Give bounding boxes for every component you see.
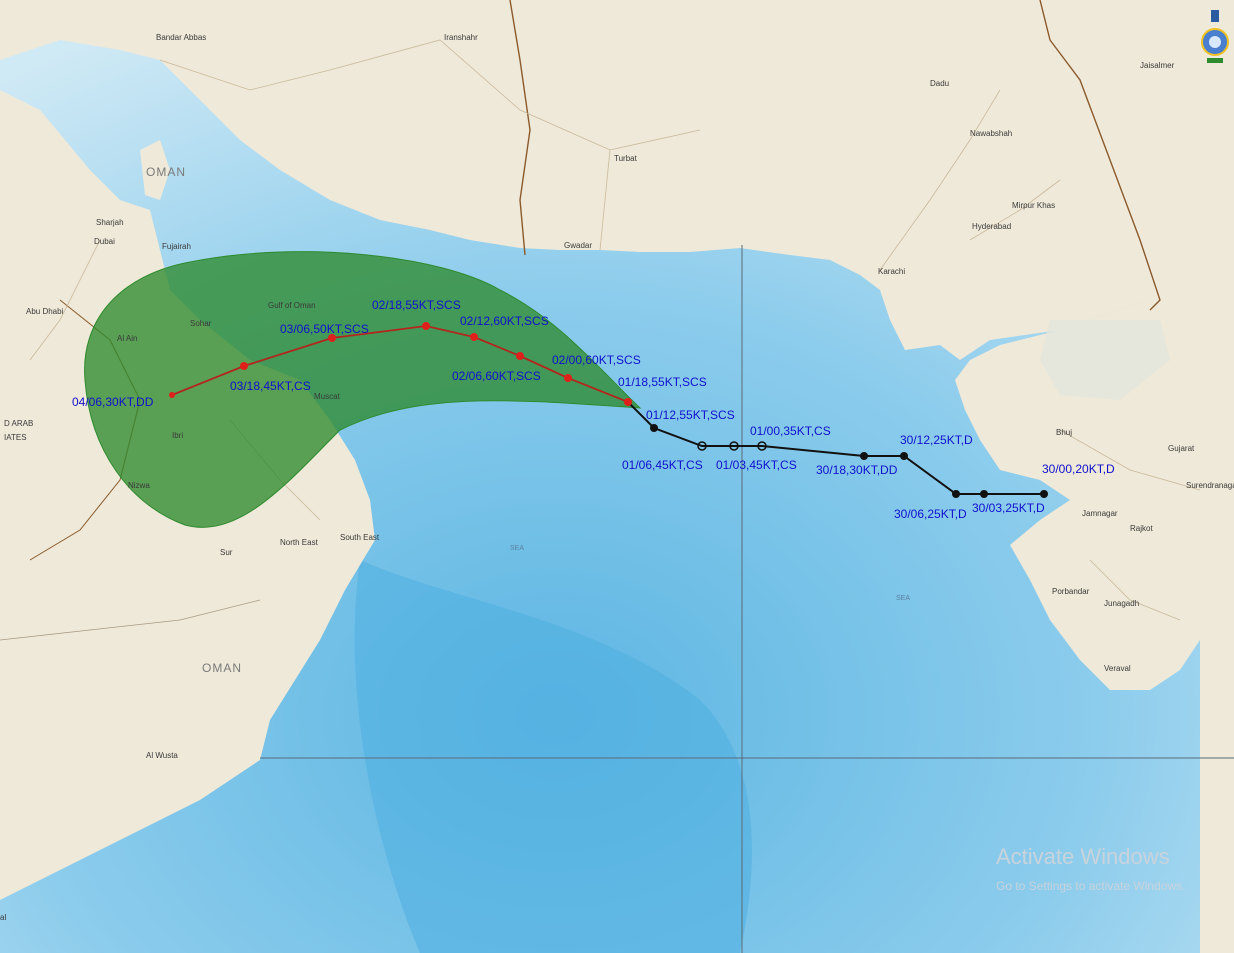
land-iran-pakistan xyxy=(0,0,1234,360)
track-line-forecast xyxy=(171,325,629,403)
track-point-01-06[interactable] xyxy=(697,441,707,451)
uncertainty-cone xyxy=(84,251,642,528)
track-point-01-00[interactable] xyxy=(757,441,767,451)
track-point-01-12[interactable] xyxy=(650,424,658,432)
track-label-02-00: 02/00,60KT,SCS xyxy=(552,353,641,367)
label-gulf-of-oman: Gulf of Oman xyxy=(268,301,316,310)
track-point-02-00[interactable] xyxy=(564,374,572,382)
label-sharjah: Sharjah xyxy=(96,218,124,227)
track-label-01-06: 01/06,45KT,CS xyxy=(622,458,703,472)
deep-sea-patch xyxy=(354,560,752,953)
label-nawabshah: Nawabshah xyxy=(970,129,1012,138)
track-label-03-18: 03/18,45KT,CS xyxy=(230,379,311,393)
track-line-observed xyxy=(627,401,1044,495)
track-point-30-06[interactable] xyxy=(952,490,960,498)
track-label-02-18: 02/18,55KT,SCS xyxy=(372,298,461,312)
label-karachi: Karachi xyxy=(878,267,905,276)
label-dubai: Dubai xyxy=(94,237,115,246)
border-pakistan-india xyxy=(1039,0,1161,311)
label-abu-dhabi: Abu Dhabi xyxy=(26,307,64,316)
label-al-ain: Al Ain xyxy=(117,334,137,343)
track-label-01-18: 01/18,55KT,SCS xyxy=(618,375,707,389)
border-oman-interior xyxy=(0,599,261,641)
label-bhuj: Bhuj xyxy=(1056,428,1072,437)
label-hyderabad: Hyderabad xyxy=(972,222,1011,231)
label-north-east: North East xyxy=(280,538,319,547)
label-al-wusta: Al Wusta xyxy=(146,751,178,760)
label-uae-line2: IATES xyxy=(4,433,27,442)
label-veraval: Veraval xyxy=(1104,664,1131,673)
track-point-04-06[interactable] xyxy=(169,392,175,398)
track-label-01-00: 01/00,35KT,CS xyxy=(750,424,831,438)
label-south-east: South East xyxy=(340,533,380,542)
label-turbat: Turbat xyxy=(614,154,638,163)
border-iran-pakistan xyxy=(509,0,531,256)
label-al: al xyxy=(0,913,6,922)
track-point-03-18[interactable] xyxy=(240,362,248,370)
track-markers xyxy=(169,322,1048,498)
label-porbandar: Porbandar xyxy=(1052,587,1090,596)
track-point-02-06[interactable] xyxy=(516,352,524,360)
label-sea-2: SEA xyxy=(896,595,910,602)
track-label-01-12: 01/12,55KT,SCS xyxy=(646,408,735,422)
label-fujairah: Fujairah xyxy=(162,242,191,251)
track-label-04-06: 04/06,30KT,DD xyxy=(72,395,154,409)
label-rajkot: Rajkot xyxy=(1130,524,1153,533)
label-junagadh: Junagadh xyxy=(1104,599,1139,608)
track-label-30-06: 30/06,25KT,D xyxy=(894,507,967,521)
track-label-03-06: 03/06,50KT,SCS xyxy=(280,322,369,336)
label-gwadar: Gwadar xyxy=(564,241,592,250)
track-point-30-03[interactable] xyxy=(980,490,988,498)
label-jamnagar: Jamnagar xyxy=(1082,509,1118,518)
label-uae-line1: D ARAB xyxy=(4,419,33,428)
label-sohar: Sohar xyxy=(190,319,212,328)
label-sea-1: SEA xyxy=(510,545,524,552)
watermark-subtitle: Go to Settings to activate Windows. xyxy=(996,879,1185,893)
label-muscat: Muscat xyxy=(314,392,341,401)
label-sur: Sur xyxy=(220,548,233,557)
track-label-30-12: 30/12,25KT,D xyxy=(900,433,973,447)
label-oman-upper: OMAN xyxy=(146,165,186,179)
label-ibri: Ibri xyxy=(172,431,183,440)
track-label-30-00: 30/00,20KT,D xyxy=(1042,462,1115,476)
track-point-02-12[interactable] xyxy=(470,333,478,341)
track-label-01-03: 01/03,45KT,CS xyxy=(716,458,797,472)
track-point-01-03[interactable] xyxy=(729,441,739,451)
land-musandam xyxy=(140,140,170,200)
land-gujarat xyxy=(955,300,1234,953)
track-point-30-12[interactable] xyxy=(900,452,908,460)
label-iranshahr: Iranshahr xyxy=(444,33,478,42)
track-point-02-18[interactable] xyxy=(422,322,430,330)
track-point-03-06[interactable] xyxy=(328,334,336,342)
agency-logo xyxy=(1201,10,1229,63)
label-bandar-abbas: Bandar Abbas xyxy=(156,33,206,42)
track-label-30-03: 30/03,25KT,D xyxy=(972,501,1045,515)
label-dadu: Dadu xyxy=(930,79,949,88)
track-label-02-06: 02/06,60KT,SCS xyxy=(452,369,541,383)
label-nizwa: Nizwa xyxy=(128,481,150,490)
label-jaisalmer: Jaisalmer xyxy=(1140,61,1175,70)
track-label-02-12: 02/12,60KT,SCS xyxy=(460,314,549,328)
label-gujarat: Gujarat xyxy=(1168,444,1195,453)
track-point-30-00[interactable] xyxy=(1040,490,1048,498)
rann-of-kutch xyxy=(1040,320,1170,400)
label-surendranagar: Surendranagar xyxy=(1186,481,1234,490)
label-mirpur-khas: Mirpur Khas xyxy=(1012,201,1055,210)
watermark-title: Activate Windows xyxy=(996,844,1170,869)
label-oman-lower: OMAN xyxy=(202,661,242,675)
track-point-30-18[interactable] xyxy=(860,452,868,460)
track-point-01-18[interactable] xyxy=(624,398,632,406)
track-label-30-18: 30/18,30KT,DD xyxy=(816,463,898,477)
